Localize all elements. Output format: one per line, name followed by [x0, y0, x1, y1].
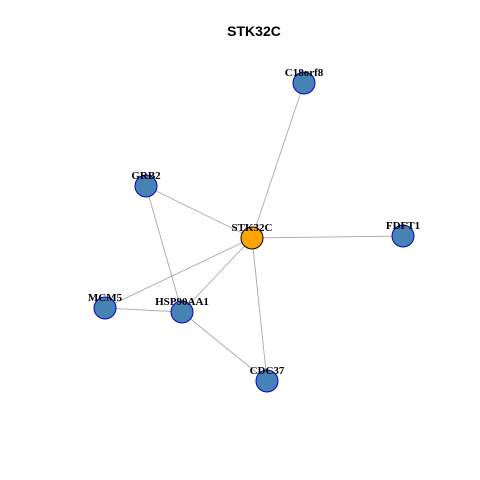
edge-stk32c-grb2	[145, 185, 253, 239]
node-layer	[93, 71, 415, 393]
node-label-stk32c: STK32C	[232, 222, 273, 234]
node-mcm5	[93, 296, 117, 320]
edge-hsp90aa1-cdc37	[181, 311, 268, 382]
diagram-title: STK32C	[227, 23, 281, 39]
edge-grb2-hsp90aa1	[145, 185, 183, 313]
node-grb2	[134, 174, 158, 198]
edge-stk32c-cdc37	[251, 237, 268, 382]
node-label-grb2: GRB2	[131, 170, 161, 182]
edge-stk32c-c18orf8	[251, 82, 305, 239]
node-fdft1	[391, 224, 415, 248]
node-c18orf8	[292, 71, 316, 95]
node-label-mcm5: MCM5	[88, 292, 123, 304]
node-label-hsp90aa1: HSP90AA1	[155, 296, 209, 308]
node-hsp90aa1	[170, 300, 194, 324]
edge-mcm5-hsp90aa1	[104, 307, 183, 313]
node-stk32c	[240, 226, 264, 250]
edge-stk32c-fdft1	[251, 235, 404, 239]
node-cdc37	[255, 369, 279, 393]
edge-stk32c-hsp90aa1	[181, 237, 253, 313]
edge-stk32c-mcm5	[104, 237, 253, 309]
node-label-cdc37: CDC37	[250, 365, 285, 377]
edge-layer	[104, 82, 404, 382]
node-label-fdft1: FDFT1	[386, 220, 420, 232]
node-label-c18orf8: C18orf8	[285, 67, 324, 79]
